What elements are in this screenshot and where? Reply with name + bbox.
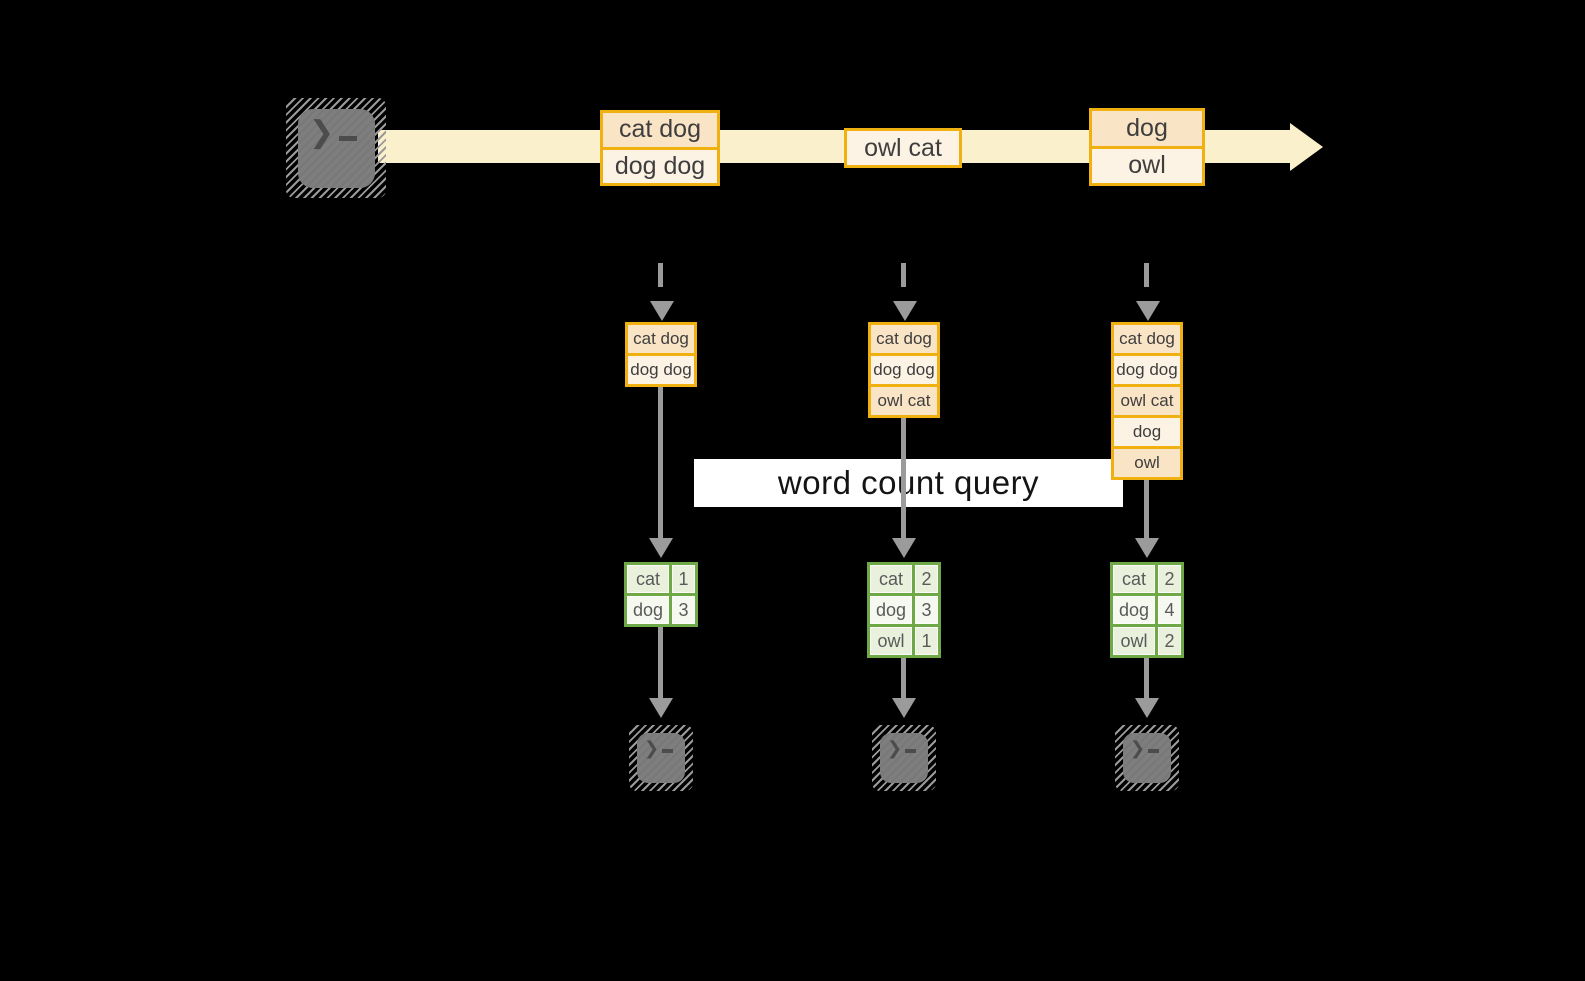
event-line: dog [1092, 111, 1202, 146]
event-line: owl [1092, 145, 1202, 183]
count-cell: 3 [669, 596, 695, 624]
count-table-1: cat 1 dog 3 [624, 562, 698, 627]
table-row: dog 4 [1113, 593, 1181, 624]
word-cell: cat [627, 565, 669, 593]
count-cell: 3 [912, 596, 938, 624]
count-cell: 1 [669, 565, 695, 593]
arrow-head [892, 698, 916, 718]
arrow-head [649, 538, 673, 558]
arrow-head [649, 698, 673, 718]
arrow-head [892, 538, 916, 558]
terminal-icon: ❯ [629, 725, 693, 791]
arrow-line [1144, 480, 1149, 540]
stack-row: owl cat [1114, 384, 1180, 415]
event-box-1: cat dog dog dog [600, 110, 720, 186]
record-stack-3: cat dog dog dog owl cat dog owl [1111, 322, 1183, 480]
count-table-3: cat 2 dog 4 owl 2 [1110, 562, 1184, 658]
stack-row: dog dog [1114, 353, 1180, 384]
event-line: dog dog [603, 146, 717, 183]
record-stack-2: cat dog dog dog owl cat [868, 322, 940, 418]
terminal-prompt-icon: ❯ [309, 118, 358, 148]
stack-row: cat dog [1114, 325, 1180, 353]
dashed-arrow-line [1144, 263, 1149, 303]
stack-row: dog dog [871, 353, 937, 384]
table-row: cat 2 [870, 565, 938, 593]
terminal-icon-body: ❯ [880, 733, 928, 783]
stack-row: cat dog [871, 325, 937, 353]
word-cell: dog [627, 596, 669, 624]
count-cell: 2 [1155, 627, 1181, 655]
terminal-prompt-icon: ❯ [1130, 739, 1160, 757]
stack-row: dog dog [628, 353, 694, 384]
word-count-query-banner: word count query [694, 459, 1123, 507]
event-box-2: owl cat [844, 128, 962, 168]
event-line: owl cat [847, 131, 959, 165]
word-cell: dog [870, 596, 912, 624]
terminal-prompt-icon: ❯ [644, 739, 674, 757]
stack-row: owl [1114, 446, 1180, 477]
stack-row: cat dog [628, 325, 694, 353]
arrow-line [901, 418, 906, 540]
word-cell: owl [1113, 627, 1155, 655]
table-row: cat 2 [1113, 565, 1181, 593]
banner-label: word count query [777, 464, 1040, 501]
dashed-arrow-head [893, 301, 917, 321]
table-row: owl 1 [870, 624, 938, 655]
arrow-line [658, 387, 663, 540]
word-cell: cat [1113, 565, 1155, 593]
arrow-line [1144, 658, 1149, 700]
table-row: dog 3 [627, 593, 695, 624]
table-row: owl 2 [1113, 624, 1181, 655]
arrow-line [901, 658, 906, 700]
count-cell: 1 [912, 627, 938, 655]
count-table-2: cat 2 dog 3 owl 1 [867, 562, 941, 658]
arrow-line [658, 627, 663, 700]
dashed-arrow-line [901, 263, 906, 303]
terminal-icon: ❯ [286, 98, 386, 198]
event-box-3: dog owl [1089, 108, 1205, 186]
count-cell: 4 [1155, 596, 1181, 624]
terminal-icon-body: ❯ [298, 109, 375, 188]
stream-arrowhead [1290, 123, 1323, 171]
dashed-arrow-head [650, 301, 674, 321]
word-cell: owl [870, 627, 912, 655]
arrow-head [1135, 698, 1159, 718]
word-cell: cat [870, 565, 912, 593]
table-row: cat 1 [627, 565, 695, 593]
stack-row: owl cat [871, 384, 937, 415]
stack-row: dog [1114, 415, 1180, 446]
count-cell: 2 [1155, 565, 1181, 593]
terminal-icon-body: ❯ [637, 733, 685, 783]
arrow-head [1135, 538, 1159, 558]
dashed-arrow-line [658, 263, 663, 303]
terminal-icon-body: ❯ [1123, 733, 1171, 783]
record-stack-1: cat dog dog dog [625, 322, 697, 387]
word-cell: dog [1113, 596, 1155, 624]
terminal-icon: ❯ [1115, 725, 1179, 791]
count-cell: 2 [912, 565, 938, 593]
event-line: cat dog [603, 113, 717, 147]
terminal-icon: ❯ [872, 725, 936, 791]
dashed-arrow-head [1136, 301, 1160, 321]
table-row: dog 3 [870, 593, 938, 624]
terminal-prompt-icon: ❯ [887, 739, 917, 757]
